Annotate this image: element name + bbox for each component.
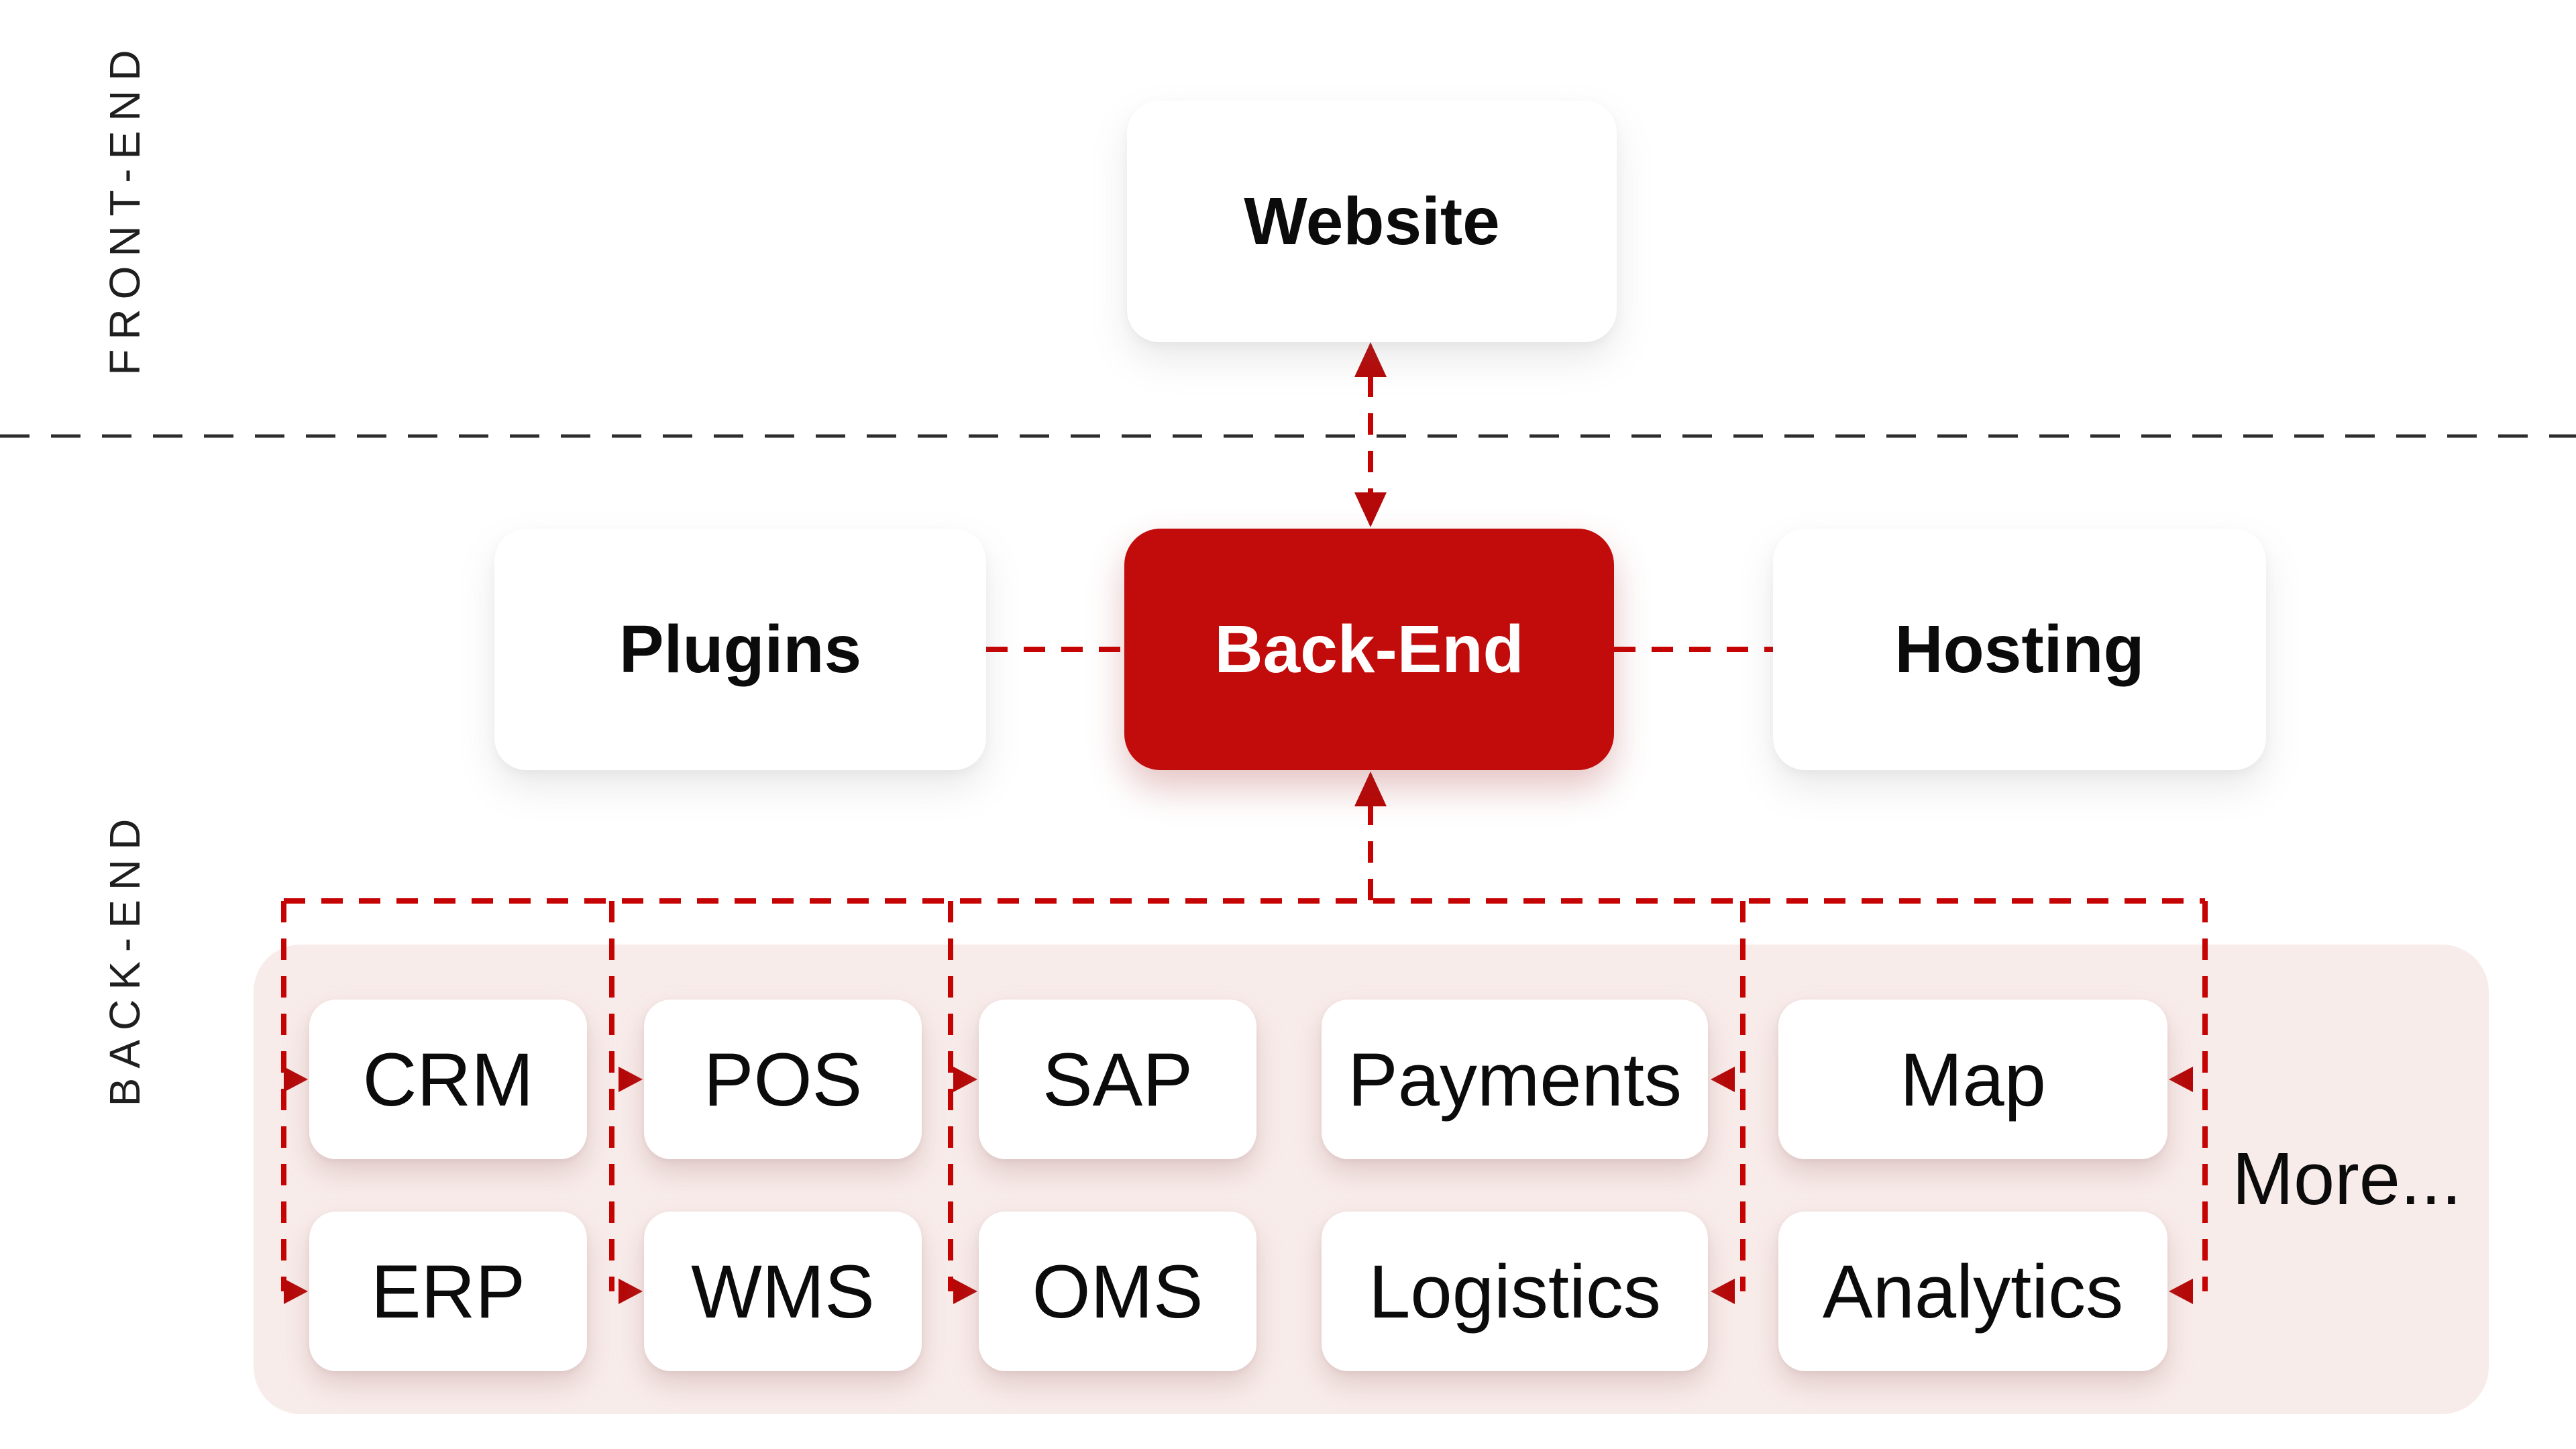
node-hosting: Hosting (1773, 529, 2266, 770)
connector-bus-backend (1354, 771, 1387, 901)
node-website-label: Website (1244, 183, 1500, 259)
integration-arrowheads (284, 1067, 2193, 1304)
arrow-right-icon (619, 1279, 643, 1304)
arrow-up-icon (1354, 771, 1387, 806)
node-map: Map (1778, 1000, 2167, 1159)
node-logistics: Logistics (1322, 1212, 1708, 1371)
node-hosting-label: Hosting (1894, 611, 2145, 687)
node-crm-label: CRM (362, 1037, 534, 1122)
arrow-right-icon (284, 1279, 308, 1304)
arrow-right-icon (284, 1067, 308, 1092)
node-analytics: Analytics (1778, 1212, 2167, 1371)
arrow-down-icon (1354, 492, 1387, 527)
node-website: Website (1127, 101, 1617, 342)
node-payments: Payments (1322, 1000, 1708, 1159)
arrow-right-icon (953, 1067, 977, 1092)
more-label: More... (2232, 1138, 2462, 1220)
node-pos-label: POS (703, 1037, 863, 1122)
arrow-left-icon (2169, 1067, 2193, 1092)
arrow-left-icon (1711, 1067, 1735, 1092)
node-logistics-label: Logistics (1368, 1249, 1661, 1334)
node-payments-label: Payments (1348, 1037, 1682, 1122)
arrow-left-icon (1711, 1279, 1735, 1304)
arrow-left-icon (2169, 1279, 2193, 1304)
node-backend-label: Back-End (1214, 611, 1524, 687)
node-crm: CRM (309, 1000, 587, 1159)
node-erp-label: ERP (370, 1249, 526, 1334)
connector-website-backend (1354, 342, 1387, 527)
node-oms-label: OMS (1032, 1249, 1203, 1334)
node-plugins-label: Plugins (619, 611, 862, 687)
node-analytics-label: Analytics (1822, 1249, 2124, 1334)
node-plugins: Plugins (494, 529, 986, 770)
node-backend: Back-End (1124, 529, 1614, 770)
node-erp: ERP (309, 1212, 587, 1371)
node-wms-label: WMS (691, 1249, 875, 1334)
arrow-right-icon (619, 1067, 643, 1092)
arrow-right-icon (953, 1279, 977, 1304)
node-wms: WMS (644, 1212, 922, 1371)
arrow-up-icon (1354, 342, 1387, 377)
node-oms: OMS (979, 1212, 1256, 1371)
node-map-label: Map (1900, 1037, 2046, 1122)
node-sap-label: SAP (1042, 1037, 1193, 1122)
bus-drop-lines (281, 901, 2208, 1291)
node-sap: SAP (979, 1000, 1256, 1159)
node-pos: POS (644, 1000, 922, 1159)
